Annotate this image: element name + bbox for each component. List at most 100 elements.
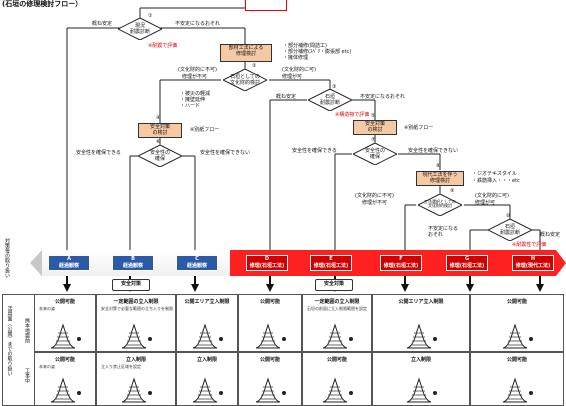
branch-label: 安全性を確保できる <box>76 150 121 156</box>
stone-wall-icon <box>121 323 152 349</box>
branch-label: 安全性を確保できない <box>200 150 251 156</box>
decision-label: 石垣としての 文化財的検討 <box>229 74 260 86</box>
usage-title: 公開可能 <box>506 299 527 305</box>
option-letter: H <box>530 256 536 262</box>
option-name: 修理(石垣工法) <box>313 263 349 269</box>
usage-cell: 公開可能 <box>238 352 302 406</box>
decision-seismic-7: 石垣 耐震診断 <box>488 219 532 241</box>
decision-seismic-1: 現況 耐震診断 <box>118 18 162 40</box>
option-letter: A <box>67 256 71 262</box>
mid-note: ・擁壁延伸 <box>180 97 206 103</box>
step-number: ⑧ <box>436 163 441 169</box>
row-group-label: 活用面（公開）までの取り扱い <box>6 306 13 376</box>
stone-wall-icon <box>50 377 81 403</box>
decision-label: 石垣 耐震診断 <box>319 94 340 106</box>
branch-label: 安全性を確保できる <box>292 148 337 154</box>
repair-note: ・擁体修理 <box>283 55 309 61</box>
stone-wall-icon <box>502 323 533 349</box>
usage-cell: 公開可能本来の姿 <box>34 294 96 352</box>
step-number: ④ <box>156 115 161 121</box>
option-letter: B <box>131 256 135 262</box>
usage-title: 一定範囲の立入制限 <box>314 299 360 305</box>
repair-note: ・ジオテキスタイル <box>472 171 517 177</box>
stone-wall-icon <box>121 377 152 403</box>
option-name: 修理(石垣工法) <box>383 263 419 269</box>
row-label-1: 熊本地震前 <box>24 318 30 343</box>
branch-label: 修理が不可 <box>362 200 388 206</box>
branch-label: 不安定になる おそれ <box>428 226 459 238</box>
step-number: ⑥ <box>156 139 161 145</box>
option-name: 経過観察 <box>122 263 143 269</box>
option-letter: F <box>399 256 403 262</box>
usage-cell: 公開エリア立入制限 <box>372 294 470 352</box>
branch-label: 概ね安定 <box>92 21 113 27</box>
branch-label: 修理が可 <box>475 200 496 206</box>
repair-method-box: 部材工法による 修理検討 <box>220 44 272 62</box>
decision-label: 安全性の 確保 <box>149 150 170 162</box>
evaluation-note: ※構造物で評価 <box>335 112 370 118</box>
option-letter: C <box>195 256 199 262</box>
mid-note: ・ハード <box>180 103 201 109</box>
usage-title: 公開エリア立入制限 <box>398 299 444 305</box>
decision-cultural-6: 工法選択としての 文化財的検討 <box>418 194 462 216</box>
option-name: 経過観察 <box>186 263 207 269</box>
decision-label: 工法選択としての 文化財的検討 <box>424 199 456 209</box>
usage-title: 立入制限 <box>196 357 217 363</box>
decision-label: 現況 耐震診断 <box>129 23 150 35</box>
option-name: 修理(石垣工法) <box>449 263 485 269</box>
band-arrow-right <box>556 250 566 276</box>
stone-wall-icon <box>192 323 223 349</box>
decision-cultural-2: 石垣としての 文化財的検討 <box>223 69 267 91</box>
repair-note: ・部分補修(ｽﾍﾞﾘ・膨張部 etc) <box>283 49 352 55</box>
usage-cell: 立入制限 <box>176 352 238 406</box>
decision-label: 安全性の 確保 <box>364 148 385 160</box>
usage-title: 公開可能 <box>506 357 527 363</box>
usage-cell: 公開可能 <box>302 352 372 406</box>
usage-cell: 立入制限 <box>372 352 470 406</box>
stone-wall-icon <box>50 323 81 349</box>
step-number: ② <box>252 63 257 69</box>
usage-note: 石垣の前面に立入制限範囲を設定 <box>307 306 367 311</box>
usage-cell: 公開可能 <box>470 352 564 406</box>
branch-label: 修理が不可 <box>182 74 208 80</box>
usage-note: 本来の姿 <box>39 364 55 369</box>
branch-label: (文化財的に不可) <box>178 67 217 73</box>
decision-safety-4: 安全性の 確保 <box>138 145 182 167</box>
usage-title: 公開可能 <box>259 299 280 305</box>
option-name: 経過観察 <box>58 263 79 269</box>
branch-label: 不安定になるおそれ <box>175 21 221 27</box>
usage-title: 公開可能 <box>54 357 75 363</box>
stone-wall-icon <box>322 377 353 403</box>
side-label: 対策毎の取り扱い <box>4 238 10 278</box>
stone-wall-icon <box>255 377 286 403</box>
usage-cell: 公開可能 <box>470 294 564 352</box>
usage-note: 安全対策で必要な範囲の立ち入りを制限 <box>101 306 173 311</box>
step-number: ⑨ <box>450 188 455 194</box>
step-number: ⑤ <box>371 113 376 119</box>
stone-wall-icon <box>406 323 437 349</box>
branch-label: (文化財的に可) <box>475 193 509 199</box>
usage-cell: 公開可能本来の姿 <box>34 352 96 406</box>
branch-label: 安全性を確保できない <box>408 148 459 154</box>
stone-wall-icon <box>255 323 286 349</box>
decision-label: 石垣 耐震診断 <box>499 224 520 236</box>
usage-cell: 立入制限立入り禁止区域を設定 <box>96 352 176 406</box>
step-number: ① <box>148 13 153 19</box>
branch-label: 不安定になるおそれ <box>360 94 406 100</box>
repair-note: ・鉄筋挿入・・・etc <box>472 178 520 184</box>
branch-label: 概ね安定 <box>276 94 297 100</box>
usage-cell: 一定範囲の立入制限安全対策で必要な範囲の立ち入りを制限 <box>96 294 176 352</box>
usage-title: 公開可能 <box>326 357 347 363</box>
option-name: 修理(現代工法) <box>515 263 551 269</box>
step-number: ③ <box>332 84 337 90</box>
evaluation-note: ※耐震で評価 <box>148 43 178 49</box>
stone-wall-icon <box>406 377 437 403</box>
usage-cell: 公開エリア立入制限 <box>176 294 238 352</box>
safety-measure-box: 安全対策 の検討 <box>138 123 182 138</box>
